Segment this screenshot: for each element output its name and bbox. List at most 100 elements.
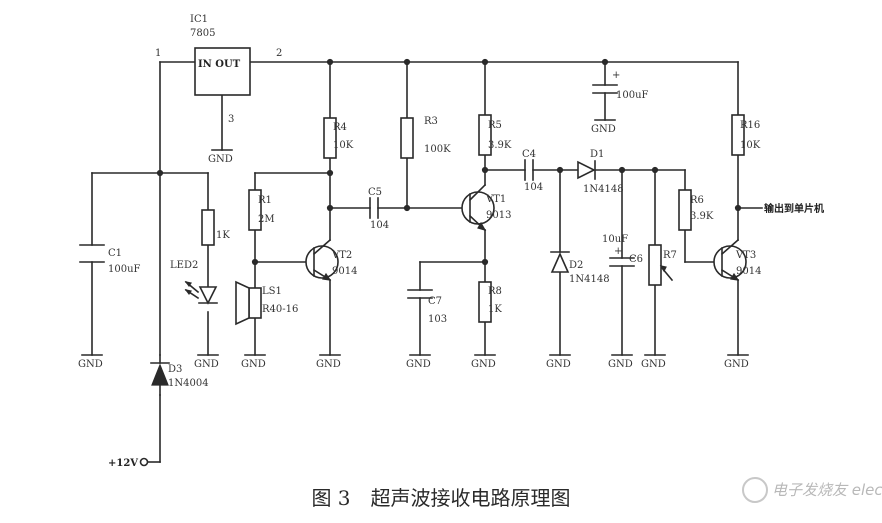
capacitor-c4: C4 104 <box>522 149 543 193</box>
ic1-regulator: IN OUT IC1 7805 1 2 3 <box>155 14 282 125</box>
gnd-led: GND <box>194 354 219 370</box>
r4-value: 10K <box>333 140 354 151</box>
svg-text:GND: GND <box>194 359 219 370</box>
top-cap-value: 100uF <box>616 90 649 101</box>
watermark-text: 电子发烧友 elecfans.com <box>772 481 882 499</box>
capacitor-c6: 10uF C6 + <box>602 234 643 267</box>
svg-text:GND: GND <box>208 154 233 165</box>
ultrasonic-receiver-ls1: LS1 R40-16 <box>235 280 298 326</box>
gnd-r7: GND <box>641 354 666 370</box>
resistor-r8: R8 1K <box>478 281 502 323</box>
d3-value: 1N4004 <box>168 378 209 389</box>
resistor-r1: R1 2M <box>248 189 275 231</box>
svg-text:GND: GND <box>641 359 666 370</box>
d1-label: D1 <box>590 149 604 160</box>
ground-terminals: GND GND GND GND GND GND GND GND GND GND … <box>78 119 749 370</box>
svg-text:GND: GND <box>546 359 571 370</box>
vt2-label: VT2 <box>331 250 352 261</box>
vt3-value: 9014 <box>736 266 761 277</box>
gnd-c7: GND <box>406 354 431 370</box>
transistor-vt2: VT2 9014 <box>305 238 357 282</box>
wires <box>91 61 763 463</box>
resistor-r6: R6 3.9K <box>678 189 714 231</box>
ls1-value: R40-16 <box>262 304 298 315</box>
top-cap-plus: + <box>612 70 620 81</box>
c6-value: 10uF <box>602 234 628 245</box>
r1-value: 2M <box>258 214 275 225</box>
gnd-top-cap: GND <box>591 119 616 135</box>
c6-label: C6 <box>629 254 643 265</box>
diode-d3: D3 1N4004 <box>150 354 209 396</box>
svg-text:GND: GND <box>471 359 496 370</box>
capacitor-c5: C5 104 <box>368 187 389 231</box>
r-led-value: 1K <box>216 230 230 241</box>
ic1-model-label: 7805 <box>190 28 215 39</box>
watermark: 电子发烧友 elecfans.com <box>742 477 882 503</box>
c1-value: 100uF <box>108 264 141 275</box>
svg-text:GND: GND <box>406 359 431 370</box>
resistor-r3: R3 100K <box>400 116 451 159</box>
r8-value: 1K <box>488 304 502 315</box>
r3-value: 100K <box>424 144 451 155</box>
junction-dots <box>156 58 742 266</box>
led2: LED2 <box>170 260 218 305</box>
transistor-vt1: VT1 9013 <box>461 183 511 232</box>
c5-value: 104 <box>370 220 389 231</box>
c6-plus: + <box>614 246 622 257</box>
svg-text:GND: GND <box>608 359 633 370</box>
d1-value: 1N4148 <box>583 184 624 195</box>
r6-label: R6 <box>690 195 704 206</box>
d2-value: 1N4148 <box>569 274 610 285</box>
gnd-c6: GND <box>608 354 633 370</box>
vt1-label: VT1 <box>485 194 506 205</box>
resistor-led: 1K <box>201 209 230 246</box>
c4-label: C4 <box>522 149 536 160</box>
vt2-value: 9014 <box>332 266 357 277</box>
resistor-r16: R16 10K <box>731 114 761 156</box>
capacitor-c1: C1 100uF <box>79 244 141 275</box>
gnd-r8: GND <box>471 354 496 370</box>
c1-label: C1 <box>108 248 122 259</box>
c7-label: C7 <box>428 296 442 307</box>
svg-text:GND: GND <box>591 124 616 135</box>
resistor-r4: R4 10K <box>323 117 354 159</box>
ic1-pins-label: IN OUT <box>198 59 241 70</box>
figure-caption: 图 3 超声波接收电路原理图 <box>311 486 570 510</box>
d2-label: D2 <box>569 260 583 271</box>
ls1-label: LS1 <box>262 286 282 297</box>
d3-label: D3 <box>168 364 182 375</box>
gnd-d2: GND <box>546 354 571 370</box>
r6-value: 3.9K <box>690 211 714 222</box>
svg-text:GND: GND <box>316 359 341 370</box>
diode-d2: D2 1N4148 <box>550 251 610 285</box>
vt1-value: 9013 <box>486 210 511 221</box>
r1-label: R1 <box>258 195 272 206</box>
gnd-ic1: GND <box>208 149 233 165</box>
svg-text:GND: GND <box>724 359 749 370</box>
output-label: 输出到单片机 <box>764 202 824 215</box>
resistor-r5: R5 3.9K <box>478 114 512 156</box>
gnd-c1: GND <box>78 354 103 370</box>
ic1-label: IC1 <box>190 14 208 25</box>
svg-text:GND: GND <box>78 359 103 370</box>
r4-label: R4 <box>333 122 347 133</box>
vt3-label: VT3 <box>735 250 756 261</box>
ic1-pin1-label: 1 <box>155 48 161 59</box>
capacitor-top: + 100uF <box>592 70 649 101</box>
r7-label: R7 <box>663 250 677 261</box>
led2-label: LED2 <box>170 260 198 271</box>
transistor-vt3: VT3 9014 <box>713 238 761 282</box>
supply-label: +12V <box>108 458 138 469</box>
gnd-vt2: GND <box>316 354 341 370</box>
diode-d1: D1 1N4148 <box>577 149 624 195</box>
resistor-r7: R7 <box>648 244 677 286</box>
c5-label: C5 <box>368 187 382 198</box>
gnd-vt3: GND <box>724 354 749 370</box>
ic1-pin2-label: 2 <box>276 48 282 59</box>
r5-value: 3.9K <box>488 140 512 151</box>
r16-label: R16 <box>740 120 760 131</box>
c4-value: 104 <box>524 182 543 193</box>
supply-terminal: +12V <box>108 457 149 469</box>
r8-label: R8 <box>488 286 502 297</box>
